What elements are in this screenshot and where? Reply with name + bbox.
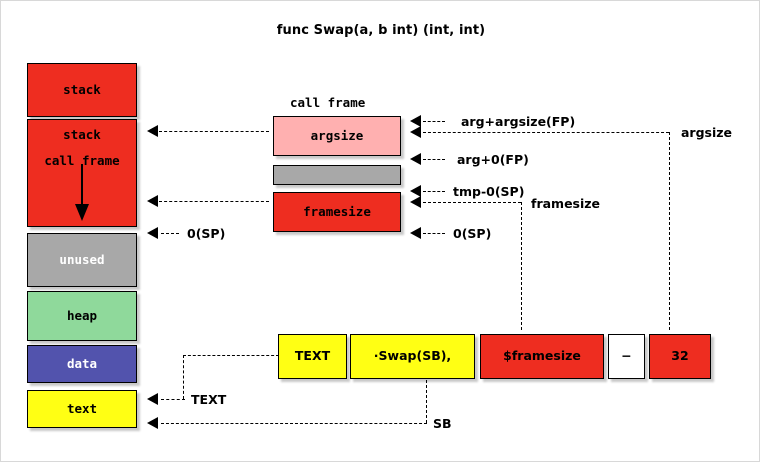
connector-arg-0-fp bbox=[423, 159, 445, 160]
memory-segment-stack-call-frame-label-top: stack bbox=[63, 127, 101, 142]
arrowhead-arg-argsize-fp bbox=[410, 115, 421, 127]
asm-cell-text-label: TEXT bbox=[294, 348, 331, 364]
call-frame-box-spacer bbox=[273, 165, 401, 185]
memory-segment-heap-label: heap bbox=[66, 307, 98, 323]
memory-segment-text-label: text bbox=[66, 400, 98, 416]
connector-framesize-bracket-vertical bbox=[521, 202, 522, 330]
label-sb: SB bbox=[433, 416, 452, 431]
memory-segment-unused-label: unused bbox=[59, 251, 105, 267]
diagram-title: func Swap(a, b int) (int, int) bbox=[276, 23, 486, 38]
connector-text-top bbox=[183, 355, 279, 356]
connector-argsize-bracket-vertical bbox=[669, 132, 670, 330]
arrowhead-sb bbox=[147, 417, 158, 429]
arrowhead-argsize-top bbox=[147, 125, 158, 137]
asm-cell-minus: − bbox=[608, 334, 645, 379]
asm-cell-symbol: ·Swap(SB), bbox=[350, 334, 475, 379]
connector-framesize-bracket-top bbox=[423, 202, 521, 203]
label-argsize-bracket: argsize bbox=[681, 125, 733, 140]
arrowhead-zero-sp-right bbox=[410, 227, 421, 239]
label-zero-sp-right: 0(SP) bbox=[453, 226, 492, 241]
arrowhead-argsize-bracket-top bbox=[410, 126, 421, 138]
asm-cell-32-label: 32 bbox=[671, 348, 689, 364]
memory-segment-stack: stack bbox=[27, 63, 137, 117]
asm-cell-text: TEXT bbox=[278, 334, 347, 379]
call-frame-heading: call frame bbox=[290, 95, 366, 110]
label-zero-sp-left: 0(SP) bbox=[187, 226, 226, 241]
memory-segment-data-label: data bbox=[66, 355, 98, 371]
call-frame-box-argsize-label: argsize bbox=[310, 127, 364, 143]
connector-sb-horizontal bbox=[161, 423, 427, 424]
asm-cell-framesize: $framesize bbox=[480, 334, 604, 379]
memory-segment-text: text bbox=[27, 390, 137, 428]
asm-cell-32: 32 bbox=[649, 334, 711, 379]
arrowhead-arg-0-fp bbox=[410, 153, 421, 165]
connector-argsize-top bbox=[159, 131, 269, 132]
label-tmp-0-sp: tmp-0(SP) bbox=[453, 184, 525, 199]
memory-segment-unused: unused bbox=[27, 233, 137, 287]
label-framesize-bracket: framesize bbox=[531, 196, 601, 211]
memory-segment-stack-call-frame-label-bottom: call frame bbox=[44, 152, 120, 168]
asm-cell-symbol-label: ·Swap(SB), bbox=[373, 348, 452, 364]
connector-framesize-top bbox=[159, 201, 269, 202]
memory-segment-heap: heap bbox=[27, 291, 137, 341]
label-text: TEXT bbox=[191, 392, 227, 407]
connector-text-bottom bbox=[161, 399, 185, 400]
asm-cell-minus-label: − bbox=[621, 348, 632, 364]
call-frame-box-argsize: argsize bbox=[273, 116, 401, 156]
call-frame-box-framesize: framesize bbox=[273, 192, 401, 232]
asm-cell-framesize-label: $framesize bbox=[503, 348, 581, 364]
label-arg-0-fp: arg+0(FP) bbox=[457, 152, 529, 167]
memory-segment-stack-label: stack bbox=[63, 81, 101, 97]
memory-segment-data: data bbox=[27, 345, 137, 383]
label-arg-argsize-fp: arg+argsize(FP) bbox=[461, 114, 576, 129]
connector-arg-argsize-fp bbox=[423, 121, 445, 122]
connector-text-vertical bbox=[183, 355, 184, 399]
arrowhead-tmp-0-sp bbox=[410, 185, 421, 197]
arrowhead-zero-sp-left bbox=[147, 227, 158, 239]
connector-argsize-bracket-top bbox=[423, 132, 669, 133]
arrowhead-framesize-top bbox=[147, 195, 158, 207]
connector-tmp-0-sp bbox=[423, 191, 445, 192]
arrowhead-framesize-bracket-top bbox=[410, 196, 421, 208]
arrowhead-text bbox=[147, 393, 158, 405]
connector-zero-sp-left bbox=[161, 233, 179, 234]
stack-growth-down-arrow bbox=[74, 164, 90, 227]
connector-sb-vertical bbox=[426, 380, 427, 423]
memory-segment-stack-call-frame: stack call frame bbox=[27, 119, 137, 227]
call-frame-box-framesize-label: framesize bbox=[303, 203, 371, 219]
connector-zero-sp-right bbox=[423, 233, 445, 234]
